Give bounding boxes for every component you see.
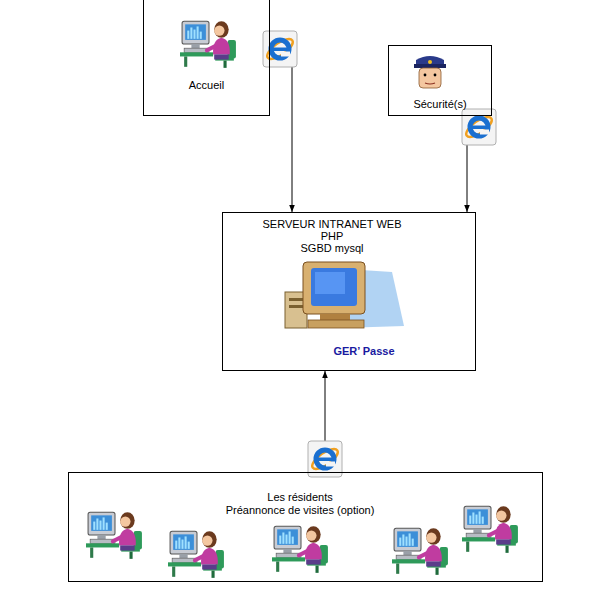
receptionist-icon [180, 21, 236, 68]
node-text: SGBD mysql [223, 242, 441, 255]
node-label: Les résidents [69, 491, 531, 504]
node-text: GER’ Passe [223, 345, 505, 358]
browser-icon [263, 31, 297, 67]
node-text: PHP [223, 230, 441, 243]
resident-icon [272, 526, 328, 573]
node-text: Préannonce de visites (option) [69, 504, 531, 517]
browser-icon [462, 109, 496, 145]
resident-icon [462, 506, 518, 553]
guard-icon [414, 56, 446, 88]
residents-band: Les résidentsPréannonce de visites (opti… [68, 472, 543, 582]
node-label: Sécurité(s) [389, 98, 491, 111]
office-box: Accueil [143, 0, 270, 116]
server-computer-icon [285, 262, 404, 328]
office-box: Sécurité(s) [388, 45, 492, 116]
node-label: SERVEUR INTRANET WEB [223, 218, 441, 231]
resident-icon [168, 531, 224, 578]
resident-icon [86, 512, 142, 559]
node-label: Accueil [144, 79, 269, 92]
arrow-connector [270, 50, 292, 212]
server-box: SERVEUR INTRANET WEBPHPSGBD mysqlGER’ Pa… [222, 212, 476, 371]
resident-icon [392, 528, 448, 575]
